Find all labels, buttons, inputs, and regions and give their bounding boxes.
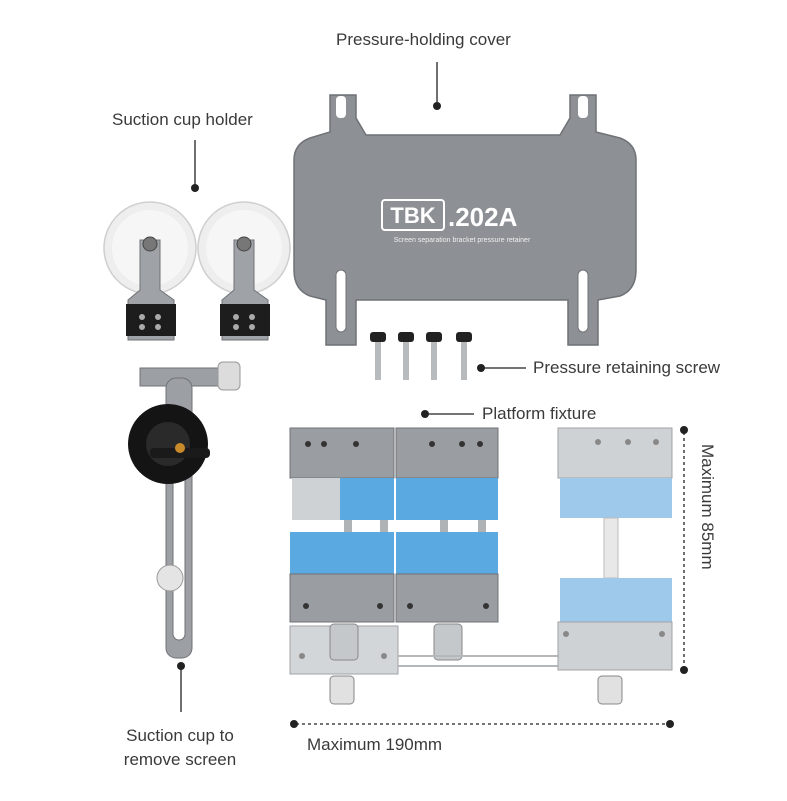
label-suction-remove-line1: Suction cup to [126,726,234,745]
label-maximum-width: Maximum 190mm [307,735,443,754]
pressure-retaining-screws [370,332,472,380]
brand-logo: TBK [390,203,435,228]
label-suction-remove-line2: remove screen [123,750,237,769]
screen-removal-suction-arm [128,361,241,659]
fixture-pointer-dot [421,410,429,418]
width-dimension [290,720,674,728]
arm-pointer-dot [177,662,185,670]
cover-pointer-dot [433,102,441,110]
brand-logo-box [381,199,445,231]
label-platform-fixture: Platform fixture [482,404,597,423]
suction-cup-holders [103,201,291,341]
pressure-holding-cover: TBK .202A Screen separation bracket pres… [293,94,637,346]
plate-subtitle: Screen separation bracket pressure retai… [394,237,531,244]
height-dimension [680,426,688,674]
holder-pointer-dot [191,184,199,192]
label-suction-cup-holder: Suction cup holder [112,110,253,129]
label-pressure-holding-cover: Pressure-holding cover [336,30,511,49]
model-number: .202A [448,202,518,232]
label-maximum-height: Maximum 85mm [698,444,717,570]
screw-pointer-dot [477,364,485,372]
platform-fixture [289,427,673,705]
label-pressure-retaining-screw: Pressure retaining screw [533,358,721,377]
